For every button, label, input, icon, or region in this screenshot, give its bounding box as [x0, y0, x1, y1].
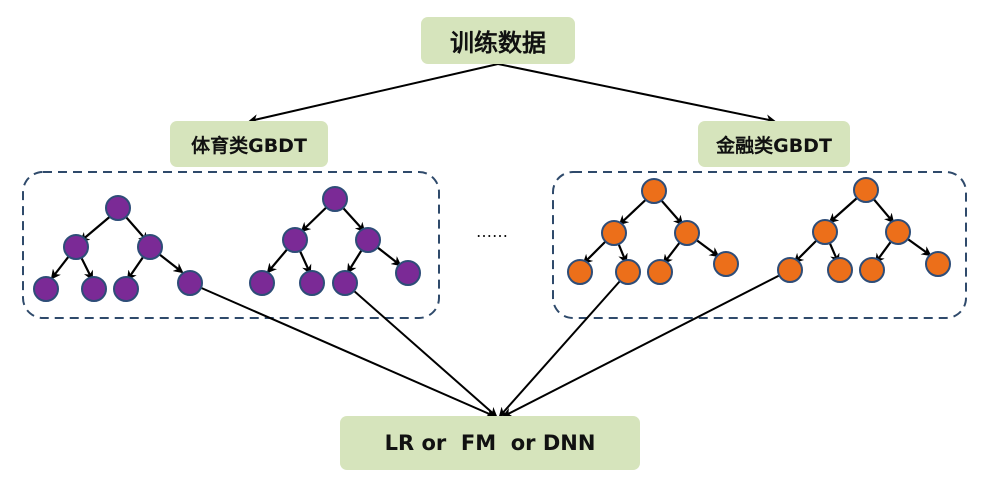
tree-node: [332, 270, 358, 296]
tree-sports-2: [249, 186, 421, 296]
finance-gbdt-box: 金融类GBDT: [698, 121, 850, 167]
tree-node: [827, 257, 853, 283]
arrow-leaf-to-output: [502, 269, 791, 417]
tree-node: [859, 257, 885, 283]
tree-node: [33, 276, 59, 302]
tree-node: [713, 251, 739, 277]
tree-node: [615, 259, 641, 285]
sports-gbdt-label: 体育类GBDT: [191, 134, 307, 157]
sports-gbdt-box: 体育类GBDT: [170, 121, 328, 167]
tree-node: [355, 227, 381, 253]
finance-gbdt-label: 金融类GBDT: [716, 134, 832, 157]
tree-node: [601, 220, 627, 246]
tree-finance-2: [777, 177, 951, 283]
model-output-box: LR or FM or DNN: [340, 416, 640, 470]
training-data-box: 训练数据: [421, 17, 575, 64]
tree-node: [113, 276, 139, 302]
tree-node: [853, 177, 879, 203]
tree-node: [322, 186, 348, 212]
tree-node: [81, 276, 107, 302]
tree-node: [812, 219, 838, 245]
tree-finance-1: [567, 178, 739, 285]
arrow-leaf-to-output: [498, 271, 629, 418]
tree-node: [105, 195, 131, 221]
tree-node: [282, 227, 308, 253]
tree-node: [885, 219, 911, 245]
training-data-label: 训练数据: [450, 29, 546, 57]
left-tree-group: [22, 171, 440, 319]
arrow-leaf-to-output: [344, 282, 498, 418]
right-tree-group: [552, 171, 967, 319]
tree-node: [647, 259, 673, 285]
tree-node: [777, 257, 803, 283]
arrow-root-to-right: [497, 63, 776, 125]
tree-node: [641, 178, 667, 204]
arrow-leaf-to-output: [189, 282, 496, 418]
tree-node: [395, 260, 421, 286]
model-output-label: LR or FM or DNN: [384, 431, 596, 455]
tree-node: [63, 234, 89, 260]
tree-node: [925, 251, 951, 277]
tree-sports-1: [33, 195, 203, 302]
arrow-root-to-left: [248, 63, 499, 125]
more-trees-ellipsis: ……: [476, 222, 508, 241]
tree-node: [674, 220, 700, 246]
tree-node: [137, 234, 163, 260]
tree-node: [299, 270, 325, 296]
tree-node: [249, 270, 275, 296]
tree-node: [177, 270, 203, 296]
tree-node: [567, 259, 593, 285]
